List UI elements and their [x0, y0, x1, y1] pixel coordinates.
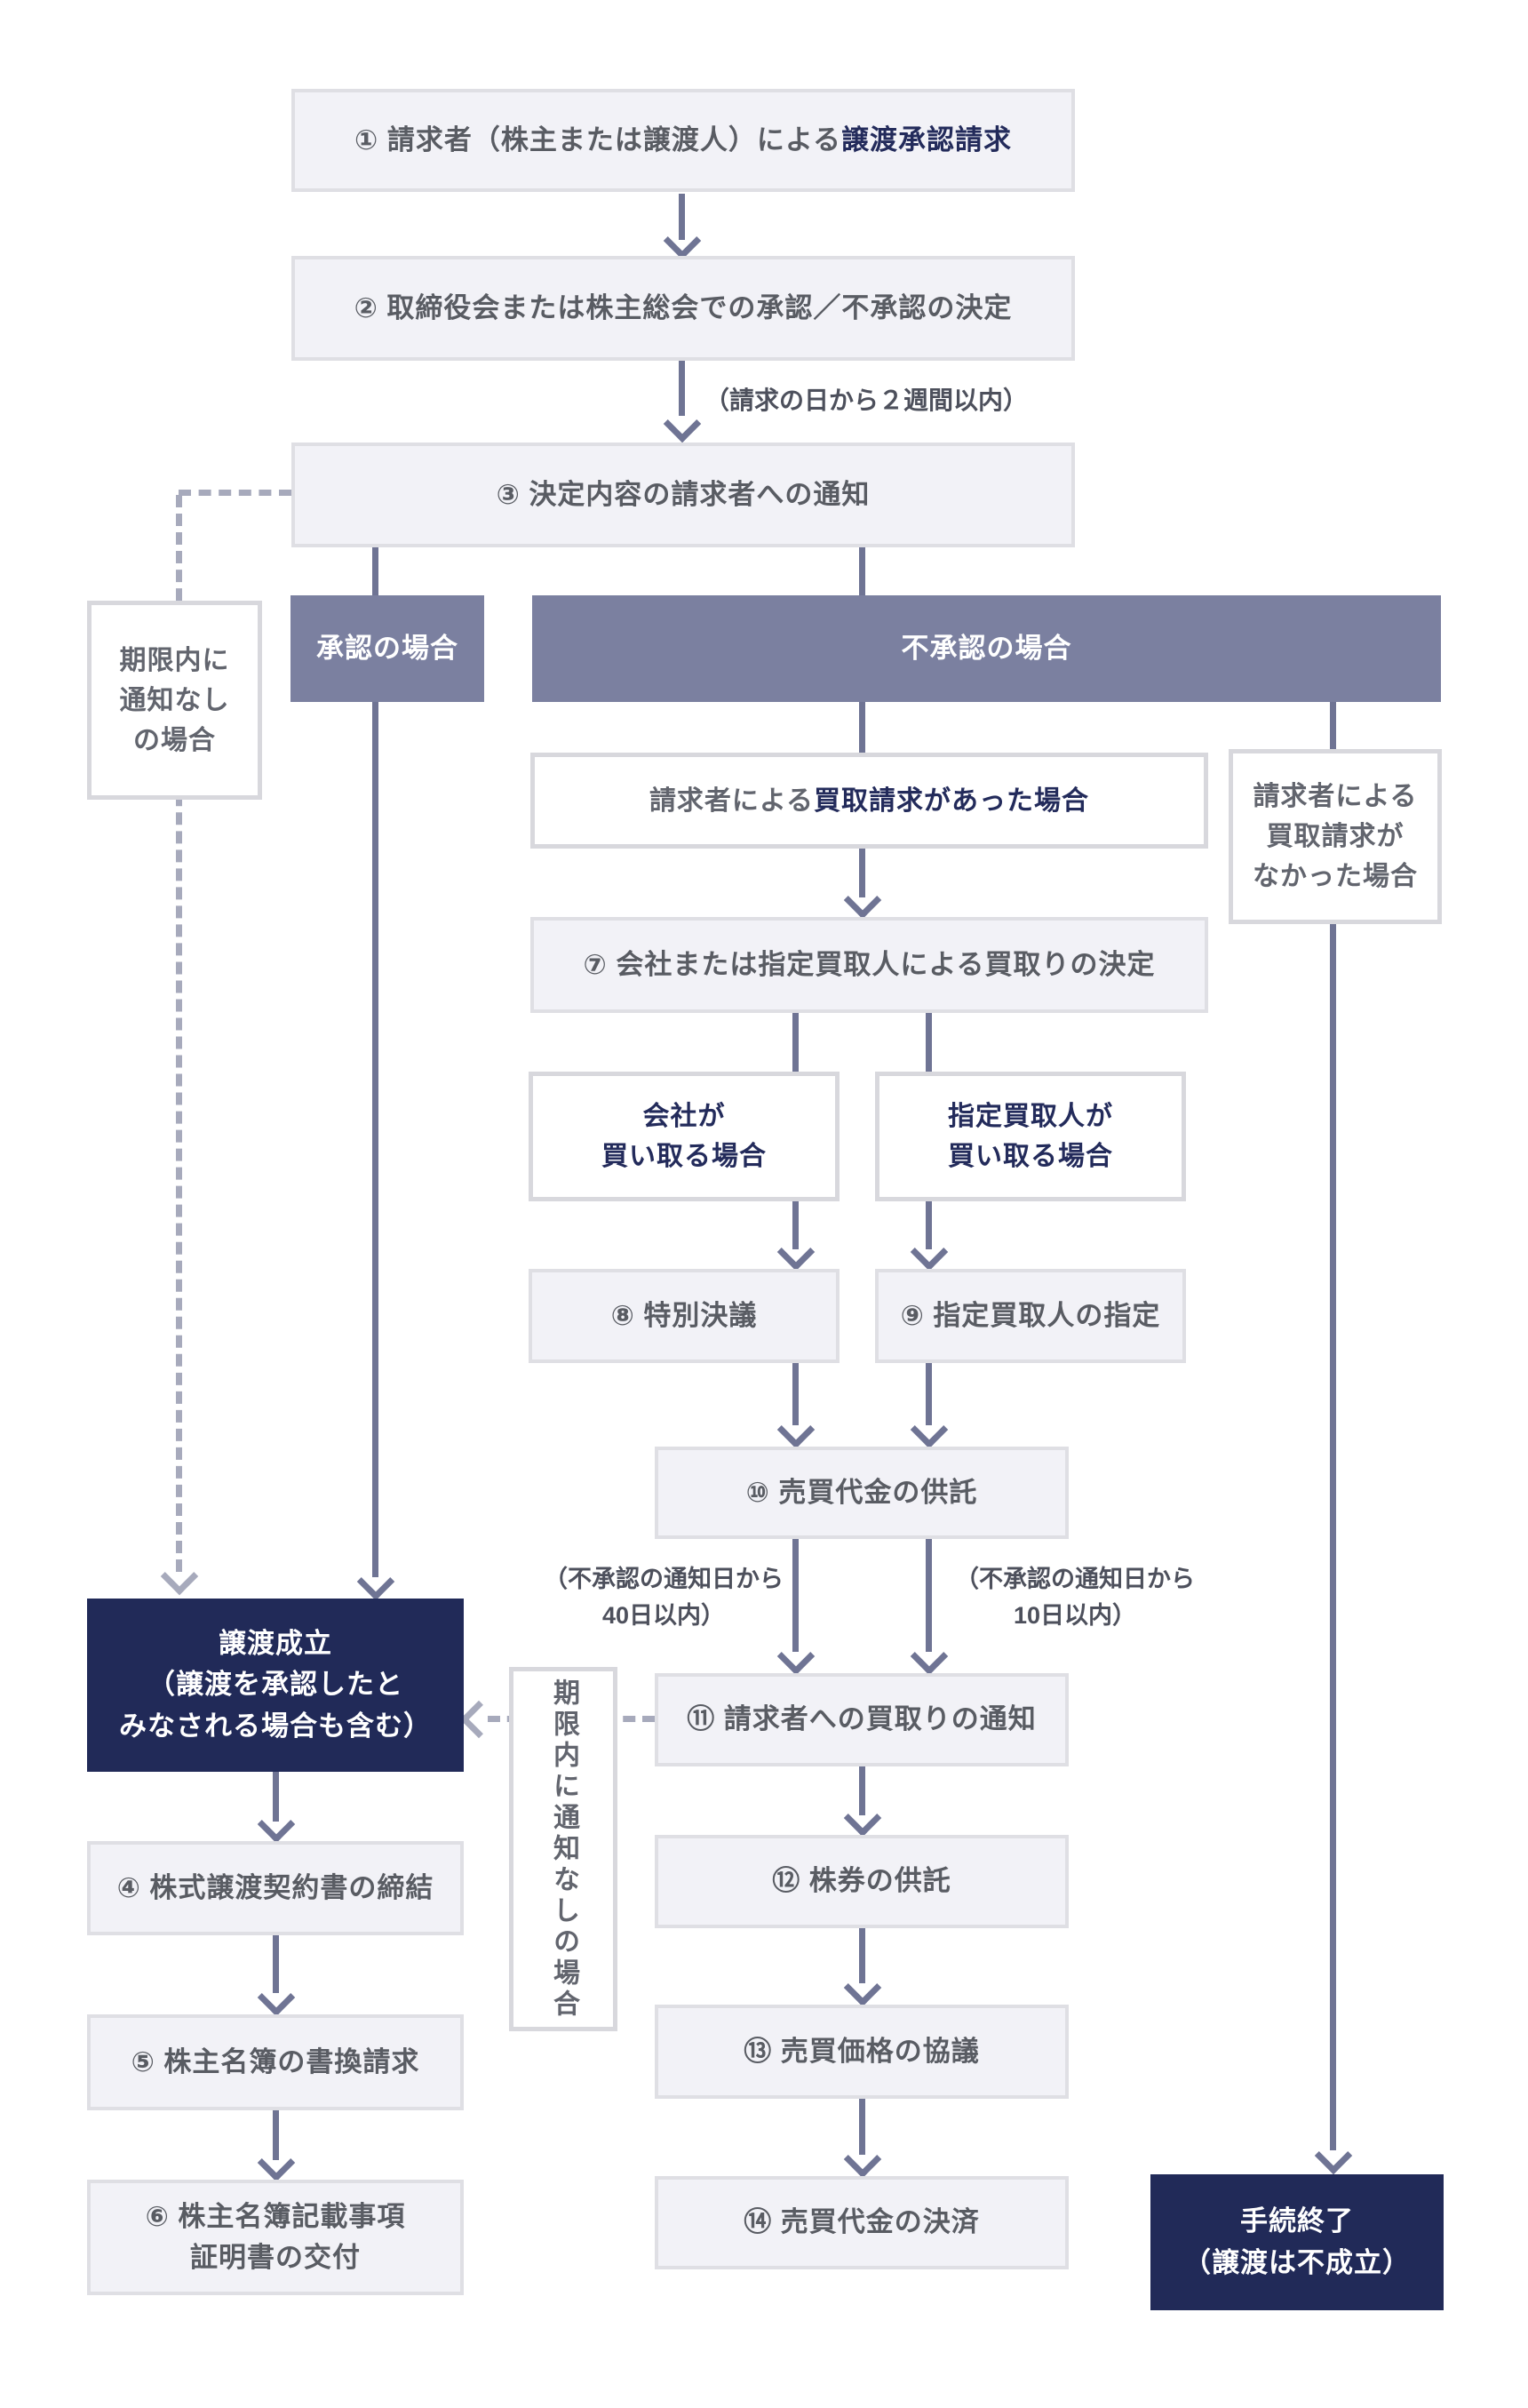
no-notice-middle-box: 期限内に通知なしの場合: [509, 1667, 617, 2031]
arrow-shaft-approved-established: [372, 702, 378, 1577]
arrowhead-step13-step14: [843, 2140, 882, 2179]
step1-text: ① 請求者（株主または譲渡人）による譲渡承認請求: [354, 120, 1012, 162]
step1-bold: 譲渡承認請求: [840, 124, 1012, 155]
arrow-shaft-step8-step10: [792, 1363, 799, 1425]
no-notice-left-box: 期限内に通知なしの場合: [87, 601, 262, 800]
no-notice-left-text: 期限内に通知なしの場合: [119, 645, 230, 755]
dashed-line-no-notice-left: [176, 495, 182, 1572]
purchase-requested-box: 請求者による買取請求があった場合: [530, 753, 1208, 849]
arrowhead-step11-established: [459, 1700, 498, 1739]
line-step7-company: [792, 1013, 799, 1072]
purchase-requested-text: 請求者による買取請求があった場合: [649, 781, 1089, 821]
arrowhead-company-step8: [776, 1232, 816, 1272]
approved-case-header: 承認の場合: [290, 595, 484, 702]
arrow-shaft-rejected-end: [1330, 702, 1336, 2150]
arrow-shaft-step13-step14: [859, 2099, 865, 2155]
step14-box: ⑭ 売買代金の決済: [655, 2176, 1069, 2269]
step9-text: ⑨ 指定買取人の指定: [900, 1299, 1161, 1331]
step12-text: ⑫ 株券の供託: [772, 1865, 951, 1897]
step12-box: ⑫ 株券の供託: [655, 1835, 1069, 1928]
step14-text: ⑭ 売買代金の決済: [744, 2206, 980, 2238]
no-purchase-request-text: 請求者による買取請求がなかった場合: [1253, 782, 1418, 891]
transfer-established-text: 譲渡成立（譲渡を承認したとみなされる場合も含む）: [119, 1627, 432, 1742]
arrowhead-purchase-step7: [843, 881, 882, 920]
step2-box: ② 取締役会または株主総会での承認／不承認の決定: [291, 256, 1075, 361]
procedure-end-box: 手続終了（譲渡は不成立）: [1150, 2174, 1444, 2310]
step4-box: ④ 株式譲渡契約書の締結: [87, 1841, 464, 1935]
arrow-shaft-step12-step13: [859, 1928, 865, 1983]
step7-text: ⑦ 会社または指定買取人による買取りの決定: [583, 948, 1156, 980]
arrowhead-step4-step5: [257, 1978, 296, 2017]
step3-box: ③ 決定内容の請求者への通知: [291, 443, 1075, 547]
purchase-requested-bold: 買取請求があった場合: [814, 785, 1090, 816]
step13-box: ⑬ 売買価格の協議: [655, 2005, 1069, 2099]
step8-text: ⑧ 特別決議: [610, 1299, 758, 1331]
company-buys-box: 会社が買い取る場合: [529, 1072, 840, 1201]
step10-box: ⑩ 売買代金の供託: [655, 1447, 1069, 1539]
arrowhead-established-step4: [257, 1805, 296, 1844]
transfer-established-box: 譲渡成立（譲渡を承認したとみなされる場合も含む）: [87, 1599, 464, 1772]
step13-text: ⑬ 売買価格の協議: [744, 2035, 980, 2067]
arrow-shaft-company-step8: [792, 1201, 799, 1249]
arrow-shaft-step10-step11-right: [926, 1539, 932, 1652]
arrowhead-step9-step10: [910, 1410, 949, 1449]
step11-text: ⑪ 請求者への買取りの通知: [687, 1703, 1037, 1735]
step5-box: ⑤ 株主名簿の書換請求: [87, 2014, 464, 2110]
step1-box: ① 請求者（株主または譲渡人）による譲渡承認請求: [291, 89, 1075, 192]
arrow-shaft-step9-step10: [926, 1363, 932, 1425]
step7-box: ⑦ 会社または指定買取人による買取りの決定: [530, 917, 1208, 1013]
procedure-end-text: 手続終了（譲渡は不成立）: [1183, 2205, 1411, 2278]
line-rejected-purchase-requested: [859, 702, 865, 753]
step1-prefix: ① 請求者（株主または譲渡人）による: [354, 124, 841, 155]
arrow-shaft-step11-step12: [859, 1766, 865, 1815]
designated-buyer-box: 指定買取人が買い取る場合: [875, 1072, 1186, 1201]
rejected-case-header: 不承認の場合: [532, 595, 1441, 702]
no-notice-middle-text: 期限内に通知なしの場合: [549, 1678, 578, 2021]
line-step3-approved: [372, 547, 378, 595]
arrow-shaft-step5-step6: [273, 2110, 279, 2160]
step8-box: ⑧ 特別決議: [529, 1269, 840, 1363]
arrowhead-step2-step3: [663, 404, 702, 443]
arrowhead-designated-step9: [910, 1232, 949, 1272]
step6-text: ⑥ 株主名簿記載事項証明書の交付: [145, 2200, 406, 2274]
arrow-shaft-step10-step11-left: [792, 1539, 799, 1652]
step4-text: ④ 株式譲渡契約書の締結: [116, 1871, 434, 1903]
dashed-line-step3-left: [179, 490, 291, 496]
two-week-deadline-note: （請求の日から２週間以内）: [704, 387, 1029, 414]
arrow-shaft-step4-step5: [273, 1935, 279, 1993]
approved-case-label: 承認の場合: [316, 632, 458, 664]
company-buys-text: 会社が買い取る場合: [601, 1102, 767, 1171]
arrowhead-no-notice-established: [160, 1557, 199, 1596]
arrow-shaft-purchase-step7: [859, 849, 865, 897]
arrowhead-step5-step6: [257, 2143, 296, 2182]
arrowhead-step10-step11-right: [910, 1637, 949, 1676]
step9-box: ⑨ 指定買取人の指定: [875, 1269, 1186, 1363]
line-step7-designated: [926, 1013, 932, 1072]
arrowhead-step1-step2: [663, 221, 702, 260]
step5-text: ⑤ 株主名簿の書換請求: [131, 2045, 420, 2077]
arrowhead-approved-established: [356, 1562, 395, 1601]
step10-text: ⑩ 売買代金の供託: [745, 1476, 978, 1508]
purchase-requested-prefix: 請求者による: [649, 785, 815, 816]
rejected-case-label: 不承認の場合: [901, 632, 1072, 664]
line-step3-rejected: [859, 547, 865, 595]
arrowhead-rejected-end: [1314, 2136, 1353, 2175]
no-purchase-request-box: 請求者による買取請求がなかった場合: [1229, 749, 1442, 924]
arrowhead-step12-step13: [843, 1968, 882, 2007]
arrow-shaft-established-step4: [273, 1772, 279, 1822]
arrowhead-step8-step10: [776, 1410, 816, 1449]
arrow-shaft-step2-step3: [679, 361, 685, 416]
step11-box: ⑪ 請求者への買取りの通知: [655, 1673, 1069, 1766]
step3-text: ③ 決定内容の請求者への通知: [496, 478, 871, 510]
step6-box: ⑥ 株主名簿記載事項証明書の交付: [87, 2180, 464, 2295]
step2-text: ② 取締役会または株主総会での承認／不承認の決定: [354, 291, 1013, 323]
arrowhead-step11-step12: [843, 1798, 882, 1838]
arrow-shaft-step1-step2: [679, 194, 685, 240]
designated-buyer-text: 指定買取人が買い取る場合: [948, 1102, 1113, 1171]
arrow-shaft-designated-step9: [926, 1201, 932, 1249]
arrowhead-step10-step11-left: [776, 1637, 816, 1676]
